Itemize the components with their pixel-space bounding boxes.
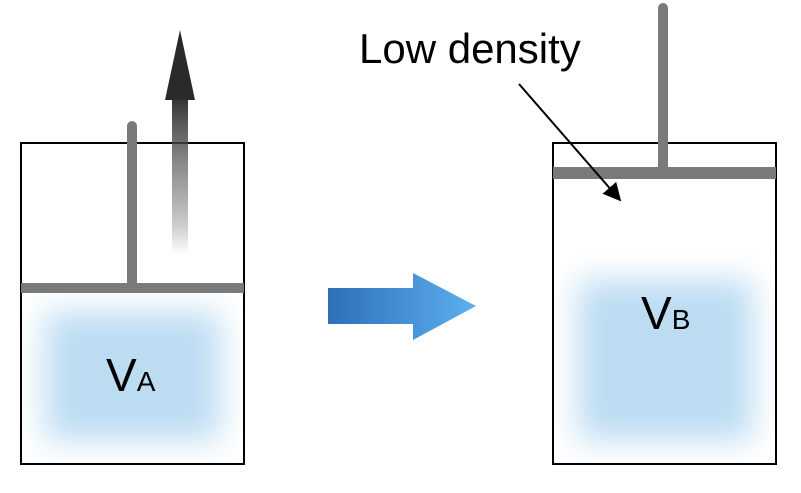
cylinder-a: VA	[20, 30, 245, 465]
volume-label-a: VA	[106, 349, 156, 401]
piston-a-plate	[21, 283, 244, 293]
gas-region-b	[578, 280, 753, 440]
gas-region-a	[45, 312, 220, 440]
piston-b-plate	[553, 167, 776, 179]
cylinder-b: VB	[552, 3, 777, 465]
right-arrow-icon	[328, 273, 476, 340]
gradient-up-arrow-icon	[165, 30, 195, 254]
volume-label-b: VB	[641, 287, 690, 339]
low-density-callout: Low density	[359, 25, 581, 72]
pointer-arrow-icon	[518, 83, 622, 202]
